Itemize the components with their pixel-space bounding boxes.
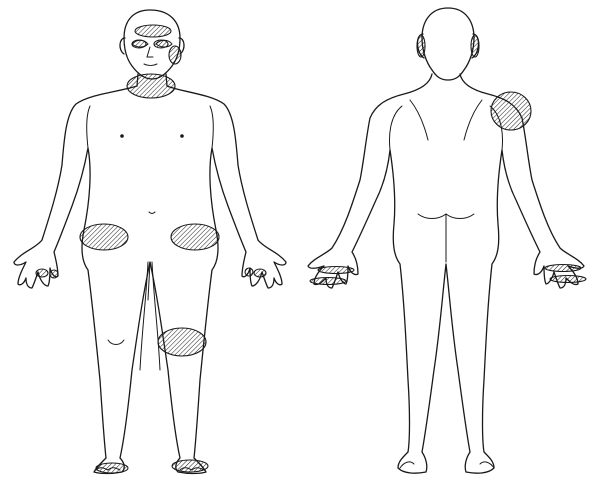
back-right-hand-lesion-1 (318, 267, 354, 274)
front-chin-lesion (127, 74, 175, 98)
front-right-hip-lesion (80, 224, 128, 250)
front-left-foot-lesion (172, 460, 208, 472)
front-left-eye-lesion (154, 40, 168, 48)
front-navel (149, 212, 155, 214)
front-right-nipple (120, 134, 124, 138)
back-right-heel (400, 462, 414, 468)
front-nose (147, 47, 153, 57)
front-inner-left-leg (152, 262, 160, 370)
back-left-scapula (464, 100, 482, 140)
front-left-finger-lesion (245, 268, 253, 276)
back-body-outline (308, 74, 584, 473)
back-right-hand-lesion-2 (310, 278, 346, 285)
back-right-shoulder-lesion (491, 92, 531, 130)
back-view-figure (308, 8, 586, 473)
front-left-hip-lesion (171, 224, 219, 250)
front-right-foot-lesion (96, 463, 128, 473)
back-right-ear-lesion (417, 35, 425, 57)
back-right-scapula (410, 100, 428, 140)
front-mouth (144, 64, 157, 66)
front-view-figure (14, 10, 286, 474)
front-inner-right-leg (140, 262, 150, 370)
front-right-kneecap (108, 340, 124, 345)
front-left-inner-arm (210, 106, 213, 148)
back-left-heel (480, 462, 494, 468)
front-forehead-lesion (135, 25, 171, 37)
front-left-nipple (180, 134, 184, 138)
back-left-ear-lesion (471, 35, 479, 57)
front-left-cheek-lesion (169, 46, 181, 64)
front-right-finger-lesion-2 (50, 270, 58, 278)
back-head-outline (422, 8, 474, 80)
front-left-knee-lesion (158, 328, 206, 356)
front-left-finger-lesion-2 (254, 269, 266, 277)
front-right-finger-lesion (36, 269, 48, 277)
front-right-eye-lesion (132, 40, 146, 48)
front-body-outline (14, 86, 286, 474)
front-right-inner-arm (87, 106, 90, 148)
back-left-hand-lesion-1 (545, 265, 581, 272)
back-left-hand-lesion-2 (550, 276, 586, 283)
back-right-arm-inner (390, 106, 403, 150)
